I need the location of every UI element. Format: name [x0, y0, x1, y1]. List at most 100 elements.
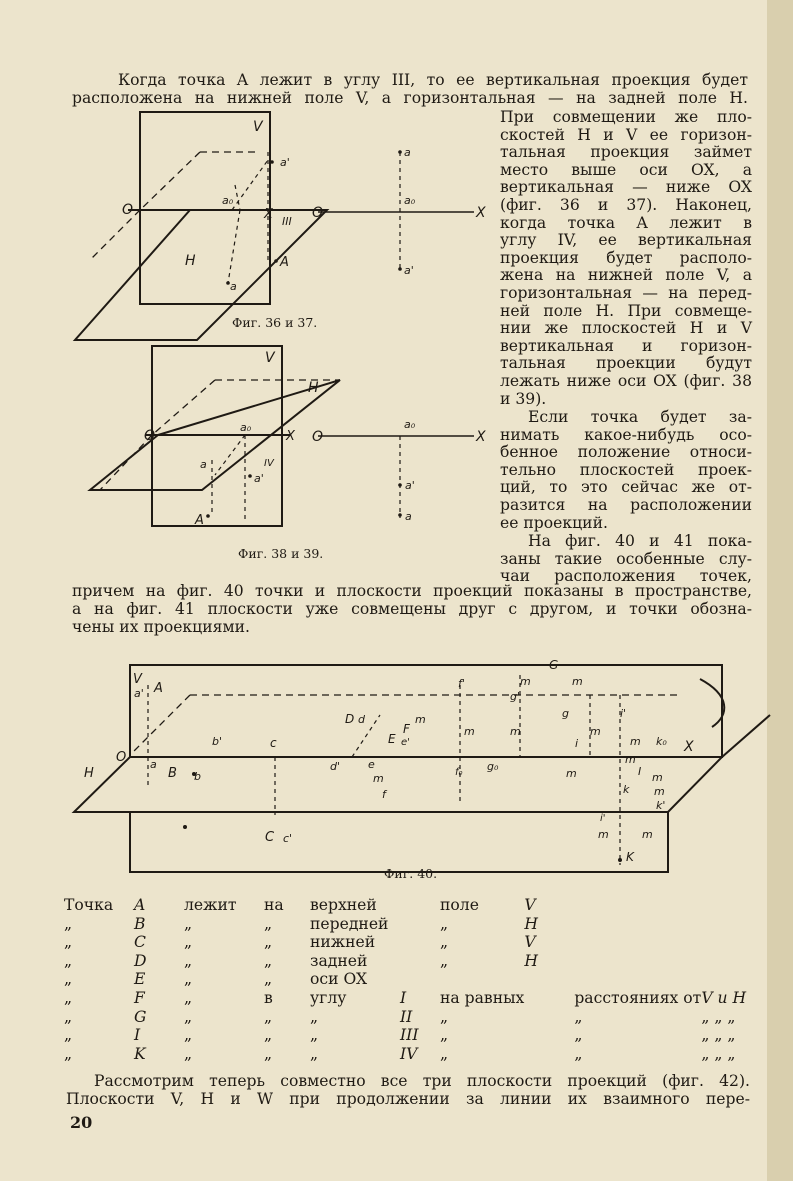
list-cell: поле: [440, 896, 479, 914]
right-column-paragraph-1: При совмещении же пло- скостей H и V ее …: [500, 108, 752, 408]
paragraph-line: причем на фиг. 40 точки и плоскости прое…: [72, 582, 752, 600]
list-cell: K: [134, 1044, 146, 1063]
list-cell: в: [264, 988, 273, 1007]
caption-fig-36-37: Фиг. 36 и 37.: [232, 315, 318, 330]
list-cell: [701, 896, 746, 915]
list-cell: A: [134, 896, 146, 914]
paragraph-line: Если точка будет за-: [528, 408, 752, 426]
list-cell: задней: [310, 951, 368, 970]
list-cell: IV: [400, 1044, 418, 1063]
paragraph-line: При совмещении же пло-: [500, 108, 752, 126]
list-item: Точка A лежит на верхней поле V: [64, 896, 746, 915]
list-cell: [524, 989, 574, 1008]
list-cell: „ „ „: [701, 1026, 736, 1045]
fig38-label: a: [200, 458, 207, 471]
fig39-label: a': [405, 479, 415, 492]
list-cell: „: [64, 1044, 73, 1063]
fig39-label: O: [312, 429, 323, 445]
list-item: „ F „ в углу I на равных расстояниях от …: [64, 989, 746, 1008]
list-cell: лежит: [184, 896, 237, 914]
list-cell: верхней: [310, 896, 377, 914]
list-cell: „: [184, 914, 193, 933]
paragraph-line: и 39).: [500, 389, 547, 408]
paragraph-line: (фиг. 36 и 37). Наконец,: [500, 195, 752, 214]
list-cell: „: [264, 951, 273, 970]
fig37-label: a₀: [404, 194, 416, 207]
fig40-label: m: [652, 771, 663, 784]
list-cell: B: [134, 914, 146, 933]
fig40-label: E: [388, 732, 396, 746]
fig40-label: F: [403, 722, 411, 736]
fig40-label: m: [572, 675, 583, 688]
list-item: „ D „ „ задней „ H: [64, 952, 746, 971]
fig36-label: O: [122, 202, 133, 218]
fig40-label: g₀: [487, 760, 499, 773]
list-cell: [524, 970, 574, 989]
paragraph-line: проекция будет располо-: [500, 248, 752, 267]
fig38-label: IV: [264, 458, 275, 469]
fig40-label: k': [656, 799, 665, 812]
list-cell: III: [400, 1026, 419, 1045]
list-cell: „: [64, 933, 73, 952]
paragraph-line: ней поле H. При совмеще-: [500, 301, 752, 320]
fig40-label: O: [116, 750, 126, 765]
list-cell: I: [400, 988, 407, 1007]
figure-38-39: V H O a₀ X a a' IV A O a₀ X a' a: [87, 345, 486, 528]
fig40-label: A: [153, 681, 163, 696]
list-cell: „: [184, 1044, 193, 1063]
paragraph-line: Рассмотрим теперь совместно все три плос…: [94, 1072, 750, 1090]
paragraph-line: разится на расположении: [500, 495, 752, 514]
fig40-label: c: [270, 736, 277, 750]
list-cell: „: [440, 933, 449, 952]
list-item: „ K „ „ „ IV „ „ „ „ „: [64, 1045, 746, 1064]
list-cell: „: [184, 988, 193, 1007]
fig40-label: m: [510, 725, 521, 738]
fig40-label: m: [566, 767, 577, 780]
paragraph-line: нимать какое-нибудь осо-: [500, 425, 752, 444]
list-cell: C: [134, 933, 146, 952]
paragraph-line: чаи расположения точек,: [500, 567, 752, 586]
figure-36-37: V a' O a₀ X A H a III a a₀ O X a': [72, 111, 486, 341]
fig40-label: f₀: [455, 767, 463, 778]
paragraph-line: вертикальная и горизон-: [500, 336, 752, 355]
list-cell: Точка: [64, 896, 114, 914]
fig40-label: C: [265, 830, 275, 845]
fig40-label: k₀: [656, 735, 667, 748]
list-cell: „: [264, 914, 273, 933]
paragraph-line: углу IV, ее вертикальная: [500, 231, 752, 250]
fig37-label: O: [312, 205, 323, 221]
list-cell: [574, 915, 701, 934]
list-cell: „: [440, 1026, 449, 1045]
paragraph-line: а на фиг. 41 плоскости уже совмещены дру…: [72, 600, 752, 618]
list-cell: [440, 970, 524, 989]
fig38-label: a': [254, 472, 264, 485]
fig40-label: b': [212, 735, 222, 748]
fig40-label: m: [625, 753, 636, 766]
fig40-label: d': [330, 760, 340, 773]
fig40-label: m: [642, 828, 653, 841]
fig40-label: m: [373, 772, 384, 785]
list-cell: E: [134, 970, 146, 989]
list-cell: [400, 896, 440, 915]
list-cell: „: [574, 1026, 583, 1045]
list-cell: [701, 952, 746, 971]
list-cell: [701, 933, 746, 952]
list-cell: [400, 915, 440, 934]
list-cell: „: [310, 1007, 319, 1026]
figure-40: V a' A G f' m m g' D d m F g i' b' c E e…: [71, 658, 771, 873]
list-cell: D: [134, 951, 147, 970]
fig40-label: B: [168, 766, 177, 781]
fig40-label: f': [458, 677, 465, 690]
fig36-label: X: [263, 207, 274, 222]
fig40-label: m: [415, 713, 426, 726]
list-cell: „: [440, 1007, 449, 1026]
list-cell: передней: [310, 914, 389, 933]
list-cell: „: [64, 988, 73, 1007]
paragraph-line: расположена на нижней поле V, а горизонт…: [72, 89, 748, 107]
list-item: „ C „ „ нижней „ V: [64, 933, 746, 952]
paragraph-line: ее проекций.: [500, 513, 608, 532]
fig40-label: e: [368, 758, 375, 771]
list-cell: H: [524, 914, 538, 933]
fig36-label: III: [282, 215, 292, 228]
list-cell: II: [400, 1007, 413, 1026]
